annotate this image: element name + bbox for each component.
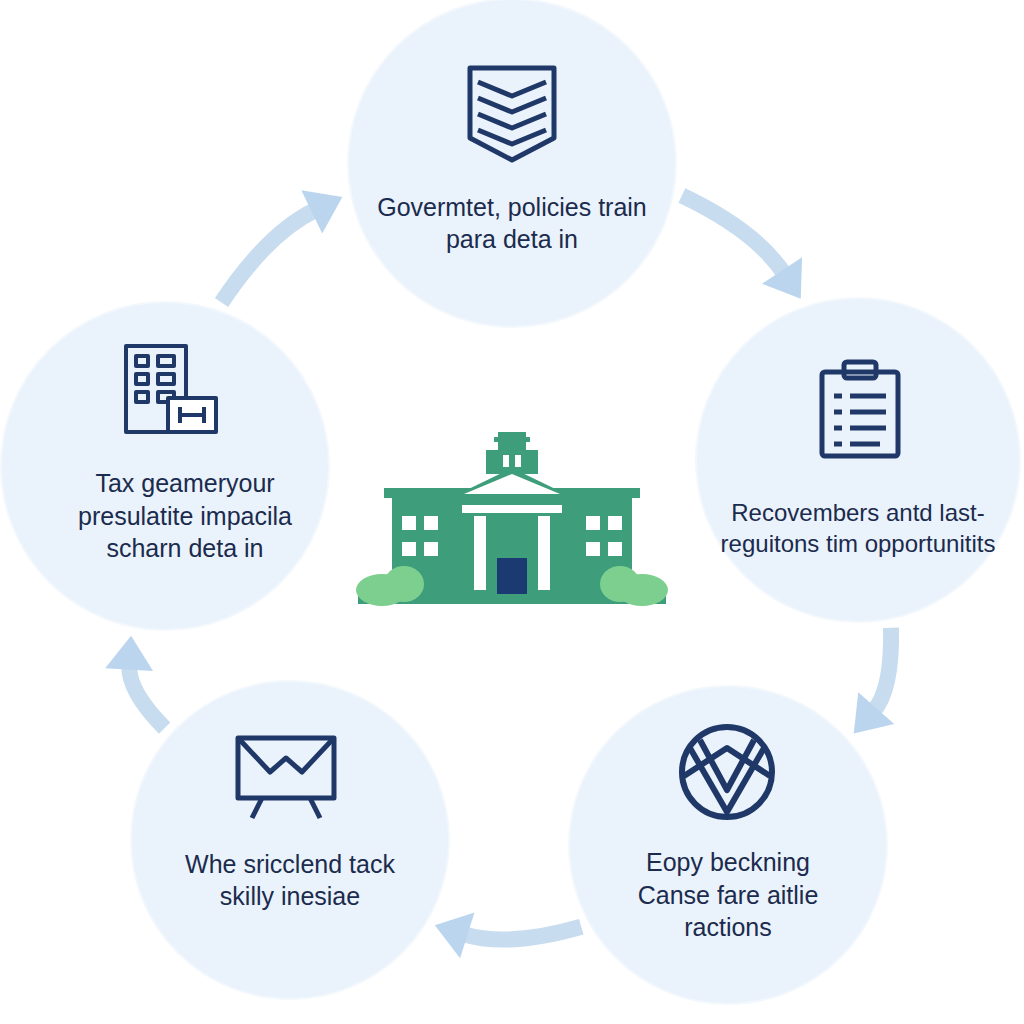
circle-node: Tax geameryour presulatite impacila scha… bbox=[0, 301, 330, 631]
document-stack-icon bbox=[470, 68, 554, 160]
envelope-board-icon bbox=[238, 738, 334, 818]
clipboard-icon bbox=[822, 362, 898, 456]
circle-outline bbox=[568, 685, 888, 1005]
circle-node: Whe sricclend tack skilly inesiae bbox=[130, 680, 450, 1000]
cycle-arrow bbox=[222, 190, 343, 302]
circle-node: Recovembers antd last-reguitons tim oppo… bbox=[695, 297, 1021, 623]
cycle-arrow bbox=[682, 196, 802, 299]
circle-outline bbox=[130, 680, 450, 1000]
circle-outline bbox=[695, 297, 1021, 623]
node-label: Whe sricclend tack skilly inesiae bbox=[159, 848, 421, 913]
cycle-arrow bbox=[435, 912, 581, 958]
circle-node: Govermtet, policies train para deta in bbox=[347, 0, 677, 328]
circle-node: Eopy beckning Canse fare aitlie ractions bbox=[568, 685, 888, 1005]
node-label: Tax geameryour presulatite impacila scha… bbox=[58, 467, 313, 565]
cycle-arrow bbox=[854, 628, 895, 734]
circle-outline bbox=[0, 301, 330, 631]
cycle-arrow bbox=[105, 636, 164, 729]
node-label: Eopy beckning Canse fare aitlie ractions bbox=[621, 846, 836, 944]
calculator-icon bbox=[126, 346, 216, 432]
globe-icon bbox=[682, 727, 772, 817]
circle-outline bbox=[347, 0, 677, 328]
node-label: Govermtet, policies train para deta in bbox=[377, 191, 647, 256]
node-label: Recovembers antd last-reguitons tim oppo… bbox=[718, 497, 998, 559]
